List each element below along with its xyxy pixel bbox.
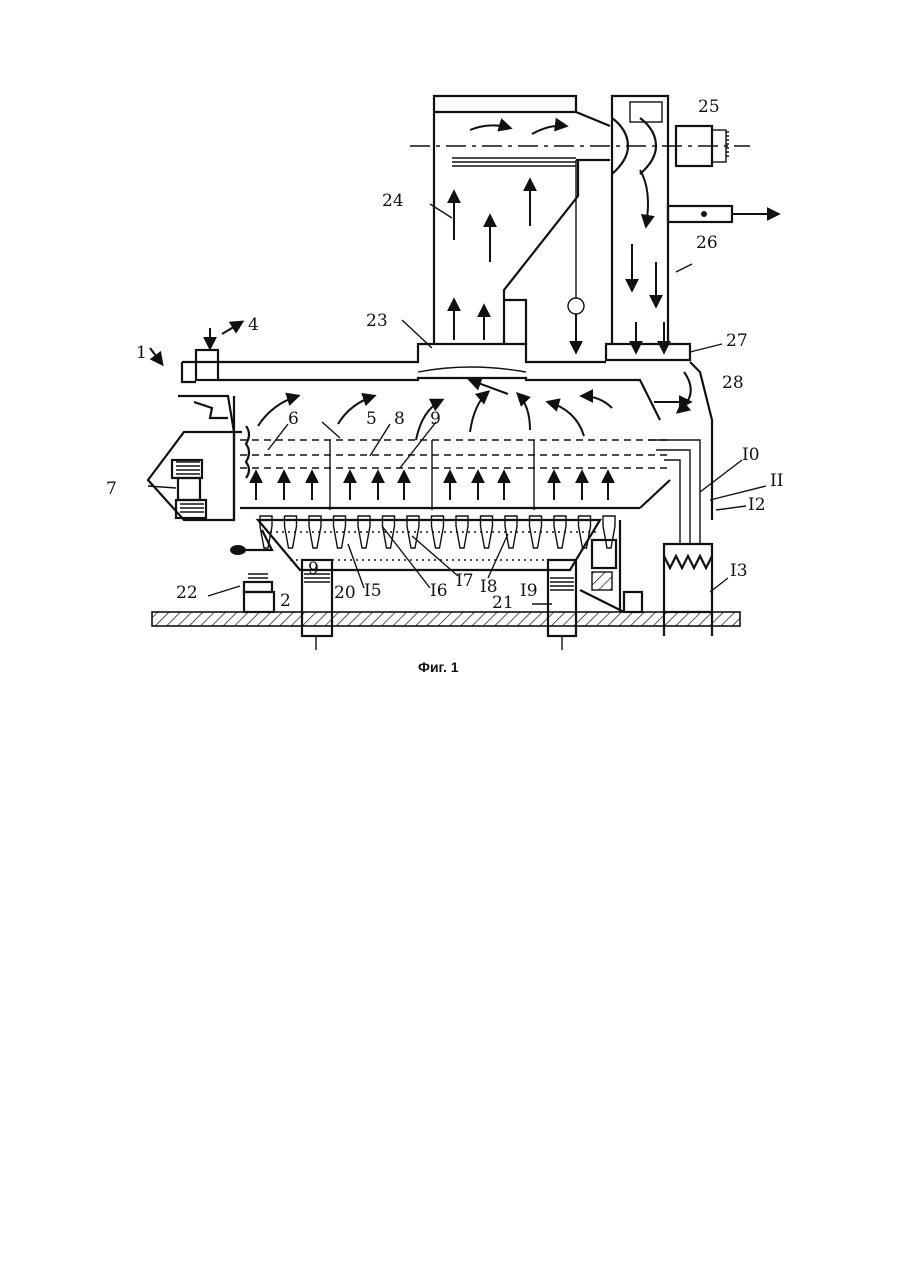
nozzle [603,516,615,548]
label-5: 5 [366,409,377,429]
label-19: I9 [520,581,538,601]
riser-channel [434,96,610,352]
label-4: 4 [248,315,259,335]
label-9-bottom: 9 [308,559,319,579]
part-labels: 1 4 23 24 25 26 27 28 6 5 8 9 7 I0 II I2… [106,97,783,613]
label-13: I3 [730,561,748,581]
downcomer [606,344,690,360]
label-24: 24 [382,191,404,211]
label-20: 20 [334,583,356,603]
vibration-drive [148,432,272,555]
label-23: 23 [366,311,388,331]
label-1: 1 [136,343,147,363]
label-12: I2 [748,495,766,515]
airflow-arrows [150,125,691,500]
label-16: I6 [430,581,448,601]
label-22: 22 [176,583,198,603]
label-2: 2 [280,591,291,611]
fan-housing [410,96,778,344]
label-25: 25 [698,97,720,117]
supports [244,520,712,650]
label-28: 28 [722,373,744,393]
figure-caption: Фиг. 1 [418,659,459,675]
floor [152,612,740,626]
label-26: 26 [696,233,718,253]
label-11: II [770,471,783,491]
label-15: I5 [364,581,382,601]
label-27: 27 [726,331,748,351]
label-17: I7 [456,571,474,591]
label-21: 21 [492,593,514,613]
label-10: I0 [742,445,760,465]
label-9-top: 9 [430,409,441,429]
label-7: 7 [106,479,117,499]
main-housing [178,344,712,544]
label-8: 8 [394,409,405,429]
label-6: 6 [288,409,299,429]
